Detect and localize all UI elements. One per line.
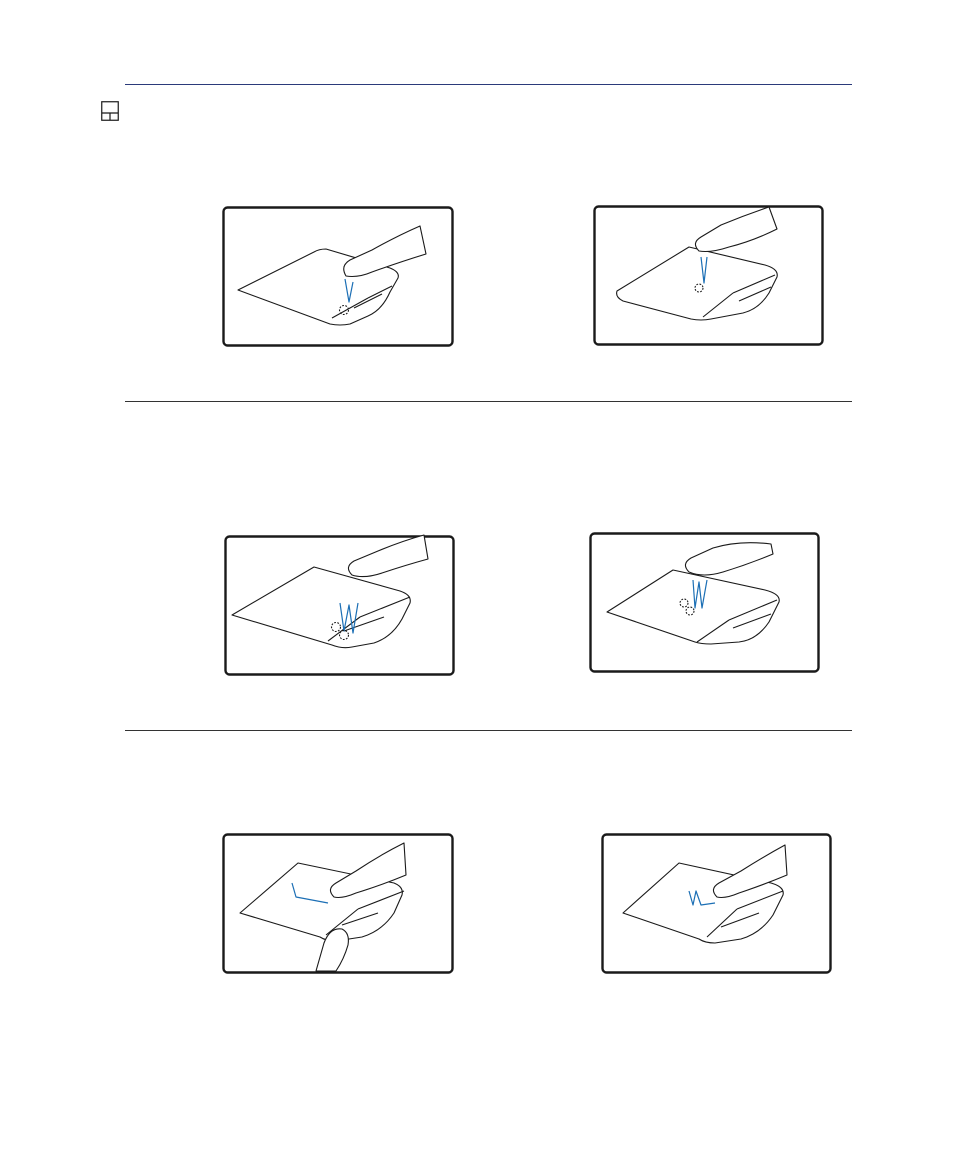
drag-two-finger-illustration	[222, 833, 454, 974]
header-rule	[125, 84, 852, 85]
single-tap-button-illustration	[222, 206, 454, 347]
double-tap-button-illustration	[224, 535, 455, 676]
tap-and-drag-illustration	[601, 833, 832, 974]
section-divider-1	[125, 401, 852, 402]
double-tap-surface-illustration	[589, 532, 820, 673]
section-divider-2	[125, 730, 852, 731]
single-tap-surface-illustration	[593, 205, 824, 346]
touchpad-section-icon	[101, 101, 119, 121]
